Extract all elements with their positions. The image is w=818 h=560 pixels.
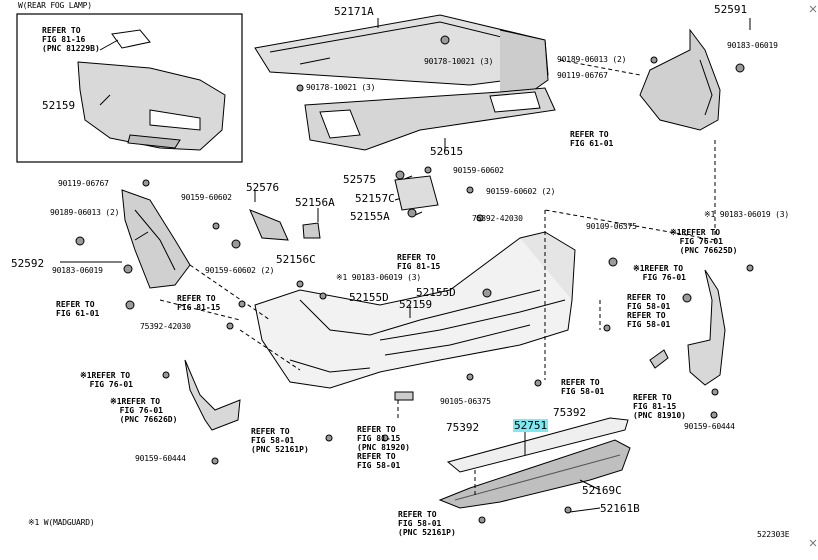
part-90178-a: 90178-10021 (3)	[424, 57, 494, 66]
part-52592: 52592	[11, 257, 45, 270]
part-90119-left: 90119-06767	[58, 179, 109, 188]
part-52157C: 52157C	[355, 192, 395, 205]
inset-title: W(REAR FOG LAMP)	[18, 1, 92, 10]
ref-fig-58-01-center: REFER TO FIG 58-01	[561, 378, 605, 396]
part-52156A: 52156A	[295, 196, 335, 209]
ref-fig-81-15-pnc-81910: REFER TO FIG 81-15 (PNC 81910)	[633, 393, 686, 420]
ref-fig-58-01-bottom: REFER TO FIG 58-01 (PNC 52161P)	[398, 510, 456, 537]
part-52161B: 52161B	[600, 502, 640, 515]
ref-fig-76-01-left-lower: ※1REFER TO FIG 76-01 (PNC 76626D)	[110, 397, 178, 424]
part-52591: 52591	[714, 3, 748, 16]
ref-fig-58-01-pnc-52161p: REFER TO FIG 58-01 (PNC 52161P)	[251, 427, 309, 454]
ref-fig-81-15-left: REFER TO FIG 81-15	[177, 294, 221, 312]
part-90183-right: 90183-06019	[727, 41, 778, 50]
part-90105: 90105-06375	[440, 397, 491, 406]
part-90159-d: 90159-60602 (2)	[205, 266, 275, 275]
left-mudguard-drawing	[184, 359, 241, 431]
ref-fig-58-01-right: REFER TO FIG 58-01 REFER TO FIG 58-01	[627, 293, 671, 329]
ref-fig-76-01-right: ※1REFER TO FIG 76-01	[633, 264, 686, 282]
energy-absorber-drawing	[304, 87, 556, 151]
part-52155A: 52155A	[350, 210, 390, 223]
ref-fig-61-01-left: REFER TO FIG 61-01	[56, 300, 100, 318]
part-52171A: 52171A	[334, 5, 374, 18]
right-bracket-drawing	[639, 28, 721, 131]
ref-fig-61-01-right: REFER TO FIG 61-01	[570, 130, 614, 148]
inset-bumper-drawing	[77, 29, 226, 151]
part-52155D-2: 52155D	[349, 291, 389, 304]
part-52169C: 52169C	[582, 484, 622, 497]
part-52155D: 52155D	[416, 286, 456, 299]
part-52615: 52615	[430, 145, 464, 158]
part-90159-e: 90159-60444	[684, 422, 735, 431]
part-52156C: 52156C	[276, 253, 316, 266]
part-90159-c: 90159-60602	[181, 193, 232, 202]
part-52159: 52159	[399, 298, 433, 311]
footer-note: ※1 W(MADGUARD)	[28, 518, 95, 527]
part-90189-right: 90189-06013 (2)	[557, 55, 627, 64]
fasteners	[75, 35, 754, 524]
part-52751-highlight: 52751	[513, 419, 549, 432]
part-90178-b: 90178-10021 (3)	[306, 83, 376, 92]
leader-lines	[159, 59, 716, 495]
part-90119-right: 90119-06767	[557, 71, 608, 80]
ref-fig-81-15-pnc-81920: REFER TO FIG 81-15 (PNC 81920) REFER TO …	[357, 425, 410, 470]
left-bracket-drawing	[121, 189, 191, 289]
part-90183-b: ※1 90183-06019 (3)	[336, 273, 421, 282]
part-90159-a: 90159-60602	[453, 166, 504, 175]
inset-frame	[16, 13, 243, 163]
part-90183-left: 90183-06019	[52, 266, 103, 275]
diagram-code: 522303E	[757, 530, 790, 539]
part-75392-b: 75392-42030	[140, 322, 191, 331]
part-90109: 90109-06375	[586, 222, 637, 231]
close-icon-bottom	[809, 539, 817, 547]
bumper-cover-drawing	[254, 231, 576, 389]
part-52576: 52576	[246, 181, 280, 194]
part-75392-c: 75392	[553, 406, 587, 419]
inset-ref: REFER TO FIG 81-16 (PNC 81229B)	[42, 26, 100, 53]
inset-part-52159: 52159	[42, 99, 76, 112]
part-90183-a: ※1 90183-06019 (3)	[704, 210, 789, 219]
part-90189-left: 90189-06013 (2)	[50, 208, 120, 217]
right-mudguard-drawing	[687, 269, 726, 386]
close-icon	[809, 5, 817, 13]
clip-parts	[249, 175, 669, 401]
part-52751: 52751	[513, 419, 549, 432]
part-90159-b: 90159-60602 (2)	[486, 187, 556, 196]
part-75392-d: 75392	[446, 421, 480, 434]
reinforcement-bar-drawing	[254, 14, 549, 101]
part-90159-f: 90159-60444	[135, 454, 186, 463]
part-52575: 52575	[343, 173, 377, 186]
part-75392-a: 75392-42030	[472, 214, 523, 223]
lower-garnish-drawing	[438, 417, 631, 509]
ref-fig-81-15-upper: REFER TO FIG 81-15	[397, 253, 441, 271]
ref-fig-76-01-right-upper: ※1REFER TO FIG 76-01 (PNC 76625D)	[670, 228, 738, 255]
ref-fig-76-01-left: ※1REFER TO FIG 76-01	[80, 371, 133, 389]
